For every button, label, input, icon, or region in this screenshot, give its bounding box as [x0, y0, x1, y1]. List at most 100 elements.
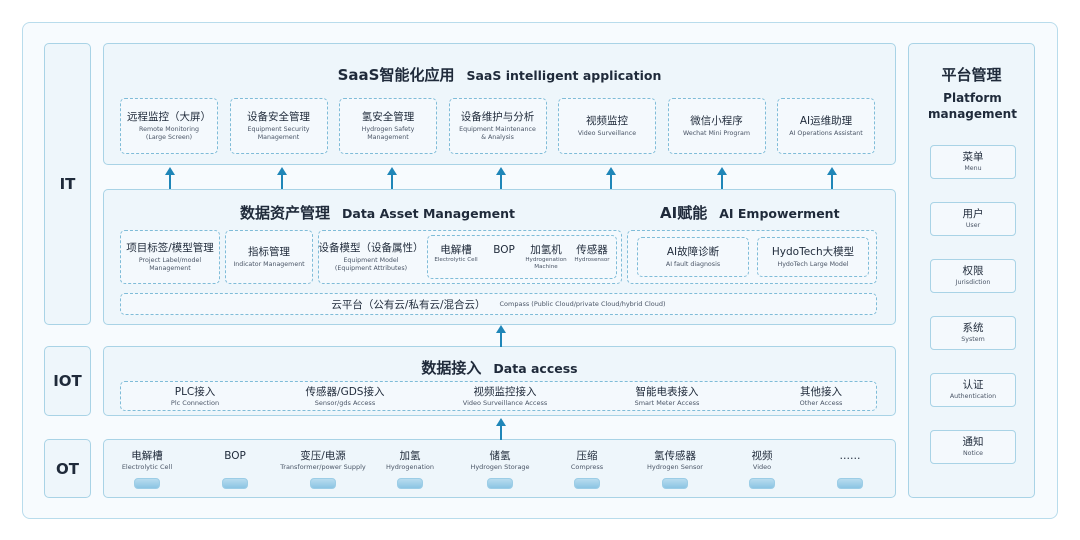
saas-title-zh: SaaS智能化应用 — [337, 66, 455, 84]
data-access-item-zh: PLC接入 — [174, 386, 216, 398]
layer-label-ot: OT — [44, 439, 91, 498]
data-access-item-en: Smart Meter Access — [634, 399, 700, 407]
platform-item-zh: 权限 — [962, 265, 984, 277]
platform-item-zh: 菜单 — [962, 151, 984, 163]
device-block-icon — [222, 478, 248, 489]
ot-item-en: Hydrogenation — [385, 463, 435, 471]
platform-item-zh: 认证 — [962, 379, 984, 391]
saas-card-en: Remote Monitoring (Large Screen) — [139, 125, 199, 141]
device-group — [427, 235, 617, 279]
data-asset-card-en: Indicator Management — [233, 260, 305, 268]
cloud-platform-bar: 云平台（公有云/私有云/混合云） Compass (Public Cloud/p… — [120, 293, 877, 315]
data-asset-card: 指标管理 Indicator Management — [225, 230, 313, 284]
platform-item-en: System — [961, 336, 985, 343]
arrow-up-icon — [826, 167, 838, 189]
saas-card-zh: AI运维助理 — [799, 114, 853, 127]
device-item-en: Hydrogenation Machine — [525, 257, 567, 270]
layer-label-ot-text: OT — [56, 459, 79, 478]
arrow-up-icon — [495, 325, 507, 347]
platform-item-en: Notice — [962, 450, 984, 457]
ot-item-zh: 视频 — [751, 450, 773, 462]
cloud-platform-en: Compass (Public Cloud/private Cloud/hybr… — [499, 300, 666, 308]
data-asset-title-en: Data Asset Management — [342, 206, 515, 221]
saas-card: AI运维助理 AI Operations Assistant — [777, 98, 875, 154]
device-item-zh: BOP — [493, 244, 515, 256]
platform-item-en: Menu — [964, 165, 982, 172]
data-asset-card-zh: 指标管理 — [248, 245, 290, 258]
equipment-model-zh: 设备模型（设备属性） — [318, 241, 424, 254]
data-access-item-zh: 传感器/GDS接入 — [305, 386, 385, 398]
data-access-title-zh: 数据接入 — [421, 359, 482, 377]
ai-card-zh: HydoTech大模型 — [771, 245, 855, 258]
layer-label-it: IT — [44, 43, 91, 325]
data-asset-card-zh: 项目标签/模型管理 — [126, 241, 214, 254]
platform-item-zh: 用户 — [962, 208, 984, 220]
device-block-icon — [749, 478, 775, 489]
layer-label-iot-text: IOT — [53, 372, 82, 390]
equipment-model-label: 设备模型（设备属性） Equipment Model (Equipment At… — [318, 231, 424, 283]
saas-card-zh: 氢安全管理 — [361, 110, 415, 123]
ai-card: HydoTech大模型 HydoTech Large Model — [757, 237, 869, 277]
ot-item: BOP — [187, 450, 283, 463]
device-item-en: Electrolytic Cell — [434, 257, 478, 263]
arrow-up-icon — [164, 167, 176, 189]
data-asset-card: 项目标签/模型管理 Project Label/model Management — [120, 230, 220, 284]
equipment-model-card: 设备模型（设备属性） Equipment Model (Equipment At… — [318, 230, 622, 284]
saas-card-zh: 设备安全管理 — [247, 110, 310, 123]
ai-title-zh: AI赋能 — [660, 204, 708, 222]
ot-item-zh: 加氢 — [399, 450, 421, 462]
saas-card: 远程监控（大屏）Remote Monitoring (Large Screen) — [120, 98, 218, 154]
device-block-icon — [837, 478, 863, 489]
ot-item-en: Hydrogen Sensor — [647, 463, 703, 471]
platform-item-en: User — [965, 222, 981, 229]
ot-item-en: Electrolytic Cell — [121, 463, 173, 471]
ot-item: …… — [802, 450, 898, 463]
device-item-zh: 电解槽 — [440, 244, 472, 256]
ot-item-zh: 氢传感器 — [654, 450, 696, 462]
saas-card-en: Equipment Maintenance & Analysis — [459, 125, 536, 141]
ai-title-en: AI Empowerment — [719, 206, 840, 221]
data-access-item-en: Plc Connection — [170, 399, 220, 407]
device-block-icon — [487, 478, 513, 489]
saas-card-en: AI Operations Assistant — [789, 129, 863, 137]
ot-item-zh: 变压/电源 — [300, 450, 346, 462]
arrow-up-icon — [386, 167, 398, 189]
saas-card-zh: 视频监控 — [586, 114, 628, 127]
ot-item-en: Transformer/power Supply — [280, 463, 366, 471]
saas-card-en: Hydrogen Safety Management — [361, 125, 415, 141]
ot-item-zh: BOP — [224, 450, 246, 462]
platform-item-en: Jurisdiction — [955, 279, 991, 286]
data-asset-card-en: Project Label/model Management — [138, 256, 202, 272]
platform-title-en: Platform management — [928, 91, 1017, 121]
layer-label-iot: IOT — [44, 346, 91, 416]
saas-title-en: SaaS intelligent application — [466, 68, 662, 83]
ai-card-zh: AI故障诊断 — [666, 245, 720, 258]
layer-label-it-text: IT — [59, 175, 76, 193]
platform-title-zh: 平台管理 — [941, 66, 1002, 84]
ot-item-en: Compress — [570, 463, 604, 471]
cloud-platform-zh: 云平台（公有云/私有云/混合云） — [331, 298, 486, 311]
data-access-item-zh: 其他接入 — [800, 386, 842, 398]
platform-item-zh: 通知 — [962, 436, 984, 448]
data-asset-title-zh: 数据资产管理 — [240, 204, 331, 222]
data-access-item-zh: 智能电表接入 — [635, 386, 699, 398]
saas-card-zh: 微信小程序 — [690, 114, 743, 127]
saas-card-en: Equipment Security Management — [247, 125, 310, 141]
ot-item-zh: 储氢 — [489, 450, 511, 462]
